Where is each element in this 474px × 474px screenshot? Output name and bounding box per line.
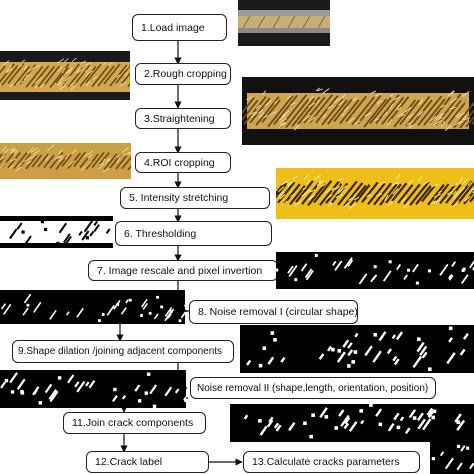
step-label: 13.Calculate cracks parameters (252, 456, 400, 468)
step-label: 11.Join crack components (72, 417, 194, 429)
step-label: 7. Image rescale and pixel invertion (97, 264, 263, 277)
crack-label-image (430, 440, 474, 474)
step-2-box: 2.Rough cropping (135, 63, 231, 85)
rough-cropped-image (0, 51, 130, 100)
step-label: 6. Thresholding (124, 227, 197, 240)
dilated-image (240, 325, 474, 373)
step-label: 3.Straightening (144, 112, 215, 125)
step-label: 12.Crack label (95, 456, 163, 468)
step-label: 9.Shape dilation /joining adjacent compo… (18, 346, 223, 357)
roi-cropped-image (0, 143, 131, 179)
step-label: 8. Noise removal I (circular shape) (198, 306, 358, 318)
thresholded-image (0, 216, 113, 248)
step-label: 1.Load image (141, 21, 205, 34)
step-10-box: Noise removal II (shape,length, orientat… (190, 377, 436, 399)
step-8-box: 8. Noise removal I (circular shape) (189, 300, 358, 324)
straightened-image (242, 77, 474, 145)
inverted-image (276, 252, 474, 289)
step-label: 2.Rough cropping (144, 68, 227, 80)
step-label: Noise removal II (shape,length, orientat… (197, 382, 429, 394)
original-image-thumbnail (238, 0, 330, 46)
noise-removal-2-image (0, 370, 186, 408)
step-11-box: 11.Join crack components (63, 412, 206, 434)
step-6-box: 6. Thresholding (115, 221, 272, 246)
step-1-box: 1.Load image (132, 14, 227, 41)
joined-cracks-image (230, 404, 474, 442)
step-13-box: 13.Calculate cracks parameters (243, 451, 420, 473)
step-label: 5. Intensity stretching (129, 192, 229, 204)
step-label: 4.ROI cropping (144, 156, 215, 169)
step-7-box: 7. Image rescale and pixel invertion (88, 260, 278, 281)
step-4-box: 4.ROI cropping (135, 152, 231, 173)
step-3-box: 3.Straightening (135, 108, 231, 129)
step-9-box: 9.Shape dilation /joining adjacent compo… (12, 340, 234, 363)
step-5-box: 5. Intensity stretching (120, 187, 270, 209)
intensity-stretched-image (276, 168, 474, 219)
noise-removal-1-image (0, 290, 185, 324)
step-12-box: 12.Crack label (86, 451, 209, 473)
